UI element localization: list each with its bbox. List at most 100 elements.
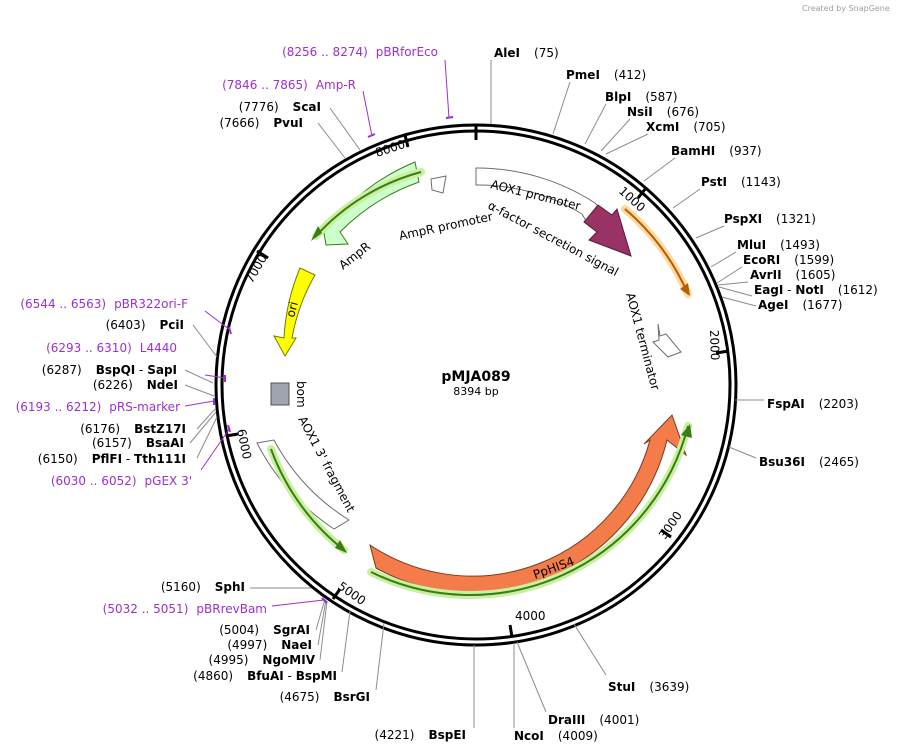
plasmid-name: pMJA089 (441, 369, 510, 385)
orange-orf-arrowhead (680, 283, 690, 296)
leader-l4440 (204, 374, 226, 379)
enzyme-bfuai-bspmi[interactable]: (4860)BfuAI - BspMI (193, 669, 337, 683)
primer-amp-r[interactable]: (7846 .. 7865)Amp-R (222, 78, 356, 92)
tick-mark-7000 (256, 249, 269, 260)
orange-orf-line (624, 208, 689, 295)
tick-mark-3000 (660, 528, 672, 539)
leader-pcii (192, 324, 218, 358)
primer-pbrrevbam[interactable]: (5032 .. 5051)pBRrevBam (103, 602, 267, 616)
leader-avrii (717, 281, 749, 286)
primer-l4440[interactable]: (6293 .. 6310)L4440 (46, 341, 177, 355)
leader-sgrai (315, 598, 326, 631)
ampr-promoter-arrow (430, 175, 447, 194)
marker-pbrrevbam (321, 597, 328, 604)
pphis4-orf-arrowhead (681, 424, 692, 438)
enzyme-pflfi-tth111i[interactable]: (6150)PflFI - Tth111I (38, 452, 186, 466)
marker-pbrforeco (445, 116, 454, 119)
enzyme-eagi-noti[interactable]: EagI - NotI(1612) (754, 283, 878, 297)
enzyme-pvui[interactable]: (7666)PvuI (219, 116, 303, 130)
enzyme-pspxi[interactable]: PspXI(1321) (724, 212, 816, 226)
leader-naei (317, 599, 327, 646)
enzyme-naei[interactable]: (4997)NaeI (227, 638, 312, 652)
primer-leaders (184, 59, 454, 607)
enzyme-ncoi[interactable]: NcoI(4009) (514, 729, 598, 743)
primer-prs-marker[interactable]: (6193 .. 6212)pRS-marker (16, 400, 180, 414)
leader-pbrrevbam (271, 599, 325, 607)
enzyme-ecori[interactable]: EcoRI(1599) (743, 253, 834, 267)
aox1-3-orf-arrowhead (335, 540, 347, 553)
bom-box (270, 382, 290, 406)
marker-amp-r (367, 133, 376, 138)
enzyme-bsrgi[interactable]: (4675)BsrGI (280, 690, 370, 704)
aox1-3-orf-line (270, 448, 345, 551)
enzyme-mlui[interactable]: MluI(1493) (737, 238, 820, 252)
enzyme-fspai[interactable]: FspAI(2203) (767, 397, 859, 411)
leader-prs-marker (184, 400, 215, 407)
enzyme-xcmi[interactable]: XcmI(705) (646, 120, 726, 134)
marker-pgex3 (227, 424, 231, 433)
leader-bstz17i (196, 408, 216, 430)
enzyme-leaders (184, 60, 764, 728)
enzyme-sgrai[interactable]: (5004)SgrAI (219, 623, 310, 637)
enzyme-stui[interactable]: StuI(3639) (608, 680, 689, 694)
enzyme-bstz17i[interactable]: (6176)BstZ17I (80, 422, 186, 436)
leader-mlui (710, 251, 737, 268)
ori-arrow (273, 267, 316, 357)
primer-labels: (8256 .. 8274)pBRforEco (7846 .. 7865)Am… (16, 45, 438, 616)
enzyme-ngomiv[interactable]: (4995)NgoMIV (209, 653, 316, 667)
leader-pvui (317, 122, 346, 159)
aox1-terminator-arrow (652, 323, 682, 358)
pphis4-arrow (369, 414, 688, 594)
leader-xcmi (605, 133, 649, 155)
tick-mark-8000 (403, 134, 410, 148)
tick-mark-5000 (331, 588, 342, 600)
tick-label-2000: 2000 (707, 330, 722, 361)
leader-ngomiv (319, 600, 328, 661)
enzyme-blpi[interactable]: BlpI(587) (605, 90, 678, 104)
bom-label: bom (294, 381, 308, 408)
enzyme-alei[interactable]: AleI(75) (494, 46, 559, 60)
primer-pbr322ori-f[interactable]: (6544 .. 6563)pBR322ori-F (20, 297, 188, 311)
leader-bspqi (184, 369, 214, 384)
ampr-orf-arrowhead (311, 226, 322, 241)
leader-bsrgi (375, 622, 385, 691)
enzyme-psti[interactable]: PstI(1143) (701, 175, 781, 189)
primer-pbrforeco[interactable]: (8256 .. 8274)pBRforEco (282, 45, 438, 59)
tick-mark-1000 (636, 187, 648, 199)
enzyme-avrii[interactable]: AvrII(1605) (750, 268, 835, 282)
leader-ecori (716, 266, 743, 284)
leader-pflfi (196, 416, 218, 459)
marker-pbr322ori-f (228, 326, 232, 335)
tick-mark-4000 (508, 624, 514, 638)
enzyme-agei[interactable]: AgeI(1677) (758, 298, 842, 312)
leader-pbrforeco (444, 59, 450, 119)
plasmid-size: 8394 bp (453, 385, 498, 398)
enzyme-pcii[interactable]: (6403)PciI (106, 318, 184, 332)
enzyme-bsaai[interactable]: (6157)BsaAI (92, 436, 184, 450)
leader-pbr322ori-f (204, 310, 231, 331)
tick-label-8000: 8000 (374, 137, 407, 160)
enzyme-bspqi-sapi[interactable]: (6287)BspQI - SapI (42, 363, 177, 377)
enzyme-pmei[interactable]: PmeI(412) (566, 68, 646, 82)
enzyme-scai[interactable]: (7776)ScaI (239, 100, 321, 114)
enzyme-nsii[interactable]: NsiI(676) (627, 105, 699, 119)
primer-pgex3[interactable]: (6030 .. 6052)pGEX 3' (51, 474, 192, 488)
leader-psti (672, 188, 701, 209)
enzyme-sphi[interactable]: (5160)SphI (161, 580, 245, 594)
enzyme-bspei[interactable]: (4221)BspEI (375, 728, 466, 742)
enzyme-draiii[interactable]: DraIII(4001) (548, 713, 639, 727)
leader-draiii (516, 641, 547, 713)
enzyme-ndei[interactable]: (6226)NdeI (93, 378, 178, 392)
leader-agei (721, 296, 757, 307)
tick-label-6000: 6000 (234, 428, 254, 461)
pphis4-orf-line (370, 425, 689, 596)
leader-bsu36i (728, 446, 757, 459)
leader-bsaai (189, 411, 217, 444)
enzyme-bamhi[interactable]: BamHI(937) (671, 144, 762, 158)
leader-bfuai (341, 610, 351, 673)
leader-scai (329, 107, 361, 151)
leader-bamhi (643, 157, 676, 182)
enzyme-bsu36i[interactable]: Bsu36I(2465) (759, 455, 859, 469)
